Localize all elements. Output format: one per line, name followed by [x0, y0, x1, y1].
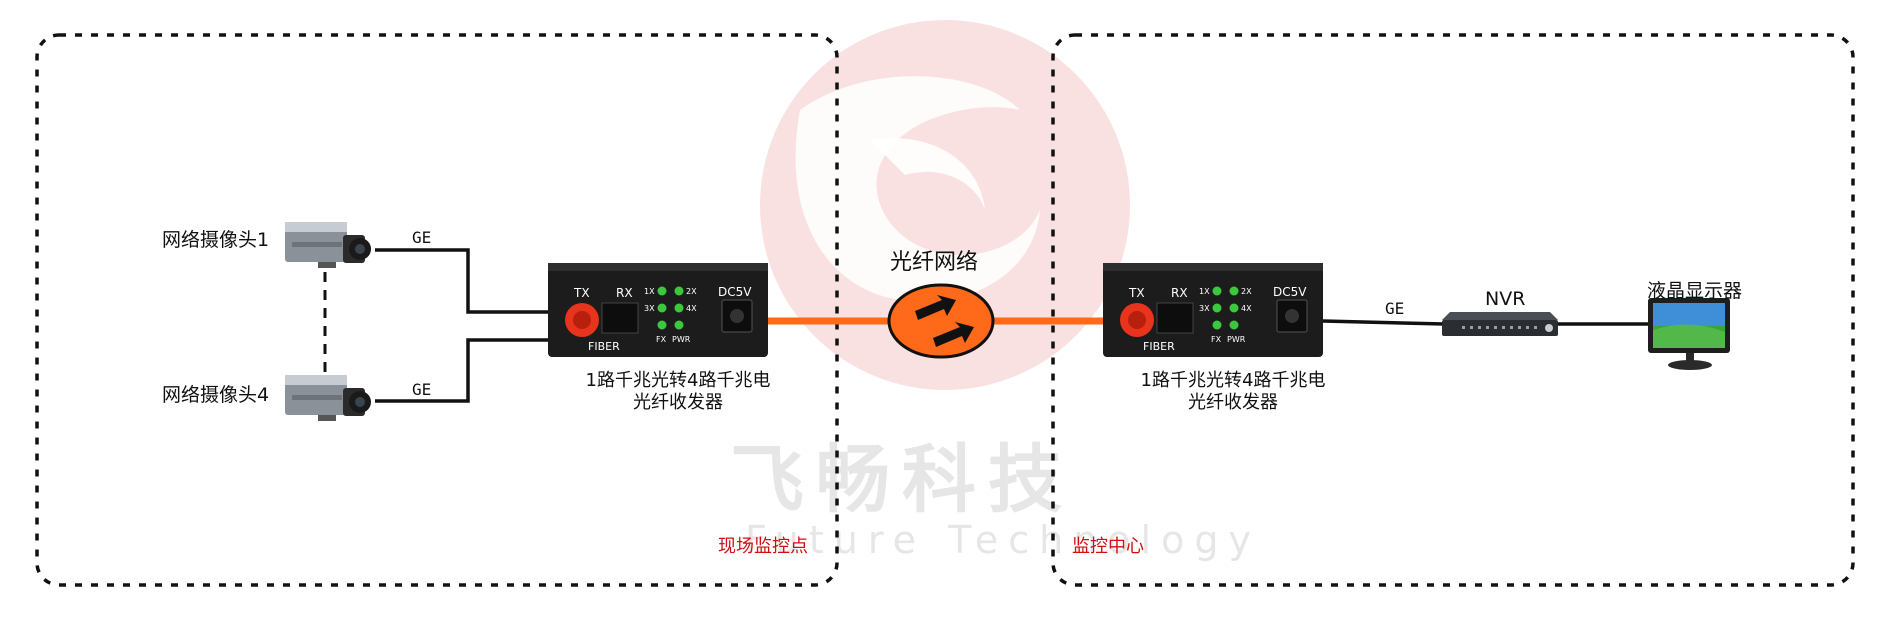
conv-left-led-3x: 3X — [644, 304, 655, 313]
conv-left-led-2x: 2X — [686, 287, 697, 296]
camera-4-label: 网络摄像头4 — [162, 384, 270, 406]
converter-right-label-line1: 1路千兆光转4路千兆电 — [1140, 370, 1326, 391]
conv-right-led-4x: 4X — [1241, 304, 1252, 313]
watermark-brand-cn: 飞畅科技 — [730, 437, 1074, 523]
converter-right-label: 1路千兆光转4路千兆电 光纤收发器 — [1123, 370, 1343, 414]
conv-left-fiber: FIBER — [588, 340, 620, 353]
ge-label-nvr: GE — [1385, 299, 1405, 318]
ge-label-4: GE — [412, 380, 432, 399]
ge-cable-1 — [375, 248, 548, 314]
ge-label-1: GE — [412, 228, 432, 247]
converter-left-icon — [548, 263, 768, 357]
camera-4-icon — [285, 375, 371, 421]
conv-right-led-fx: FX — [1211, 335, 1222, 344]
fiber-network-label: 光纤网络 — [890, 250, 979, 275]
converter-right-icon — [1103, 263, 1323, 357]
conv-right-led-2x: 2X — [1241, 287, 1252, 296]
region-field-site-label: 现场监控点 — [718, 536, 808, 557]
monitor-label: 液晶显示器 — [1647, 280, 1743, 302]
conv-right-led-3x: 3X — [1199, 304, 1210, 313]
lcd-monitor-icon — [1648, 298, 1730, 370]
fiber-network-icon — [887, 283, 995, 359]
conv-left-dc: DC5V — [718, 285, 752, 299]
converter-right-label-line2: 光纤收发器 — [1188, 392, 1278, 413]
converter-left-label: 1路千兆光转4路千兆电 光纤收发器 — [568, 370, 788, 414]
nvr-label: NVR — [1485, 288, 1526, 310]
conv-left-led-pwr: PWR — [672, 335, 691, 344]
conv-right-fiber: FIBER — [1143, 340, 1175, 353]
region-monitor-center-label: 监控中心 — [1072, 536, 1144, 557]
conv-left-tx: TX — [573, 286, 590, 300]
watermark-brand-en: Future Technology — [745, 518, 1261, 562]
converter-left-label-line1: 1路千兆光转4路千兆电 — [585, 370, 771, 391]
conv-left-led-1x: 1X — [644, 287, 655, 296]
nvr-icon — [1442, 312, 1558, 336]
field-site-region — [35, 33, 839, 587]
ge-cable-nvr — [1322, 319, 1445, 326]
conv-right-led-1x: 1X — [1199, 287, 1210, 296]
camera-1-icon — [285, 222, 371, 268]
conv-right-dc: DC5V — [1273, 285, 1307, 299]
converter-left-label-line2: 光纤收发器 — [633, 392, 723, 413]
conv-left-led-fx: FX — [656, 335, 667, 344]
ge-cable-4 — [375, 338, 548, 403]
camera-1-label: 网络摄像头1 — [162, 229, 270, 251]
conv-left-led-4x: 4X — [686, 304, 697, 313]
conv-right-rx: RX — [1171, 286, 1188, 300]
conv-left-rx: RX — [616, 286, 633, 300]
conv-right-led-pwr: PWR — [1227, 335, 1246, 344]
conv-right-tx: TX — [1128, 286, 1145, 300]
monitor-center-region — [1051, 33, 1855, 587]
